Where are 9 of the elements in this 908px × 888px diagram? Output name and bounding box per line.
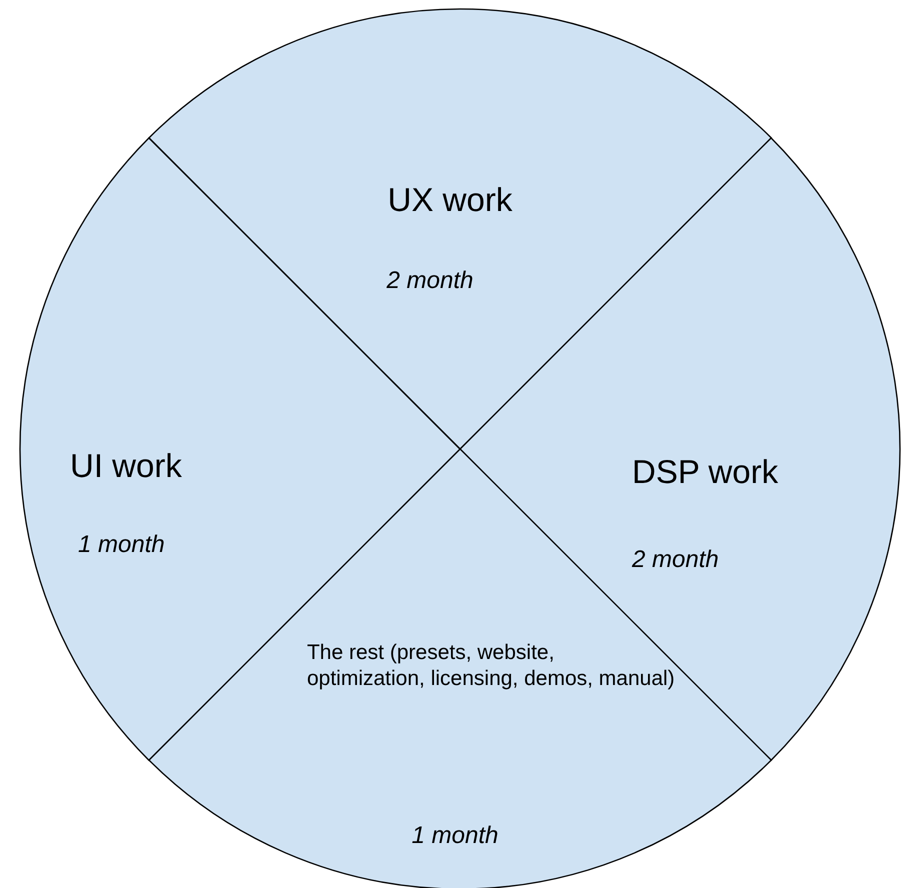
circle-quadrant xyxy=(148,9,772,449)
section-heading: DSP work xyxy=(632,452,778,491)
section-description: The rest (presets, website, optimization, licensing, demos, manual) xyxy=(306,640,676,692)
section-heading: UI work xyxy=(70,446,182,485)
duration-label: 1 month xyxy=(78,530,165,559)
duration-label: 1 month xyxy=(412,822,498,850)
duration-label: 2 month xyxy=(632,546,719,574)
duration-label: 2 month xyxy=(386,267,474,295)
section-heading: UX work xyxy=(388,181,512,219)
